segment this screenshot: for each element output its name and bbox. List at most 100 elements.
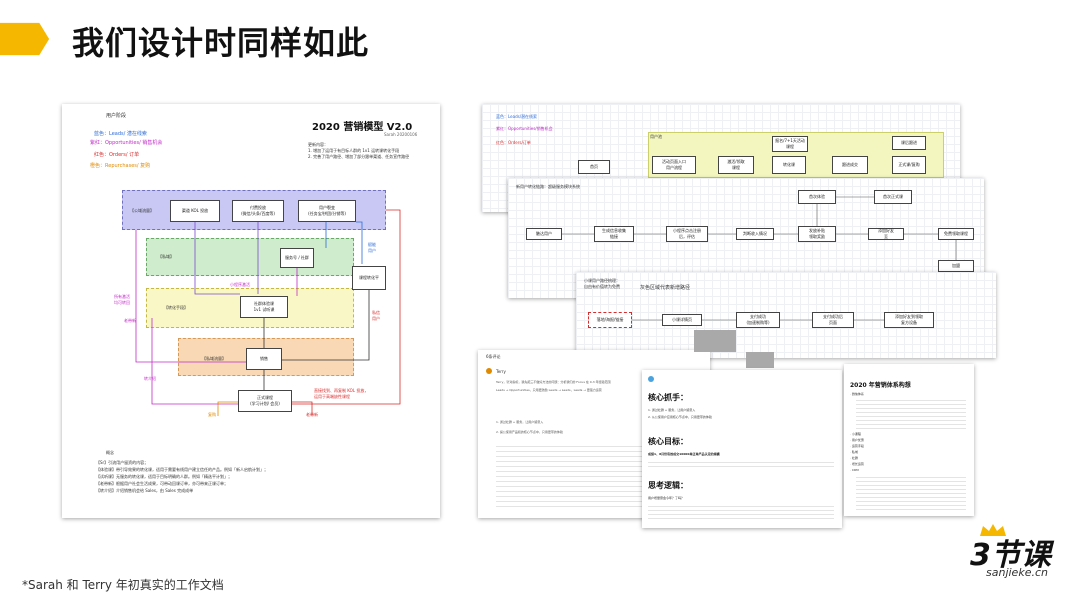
sheet6-item-3: · 用户优惠: [850, 438, 864, 442]
sheet6-item-2: · 小课程: [850, 432, 861, 436]
sheet5-sec1: 核心抓手：: [648, 393, 688, 402]
side-follow-up: 转介绍: [144, 376, 156, 381]
legend-orders: 红色：Orders/ 订单: [94, 152, 140, 158]
node-user-growth: 用户裂变 (任务宝/拼团/分销等): [298, 200, 356, 222]
flow-doc-sheet-3: 小课用户路径梳理： 自由有价值转为免费 灰色区域代表新增路径 落地/海报/链接 …: [576, 272, 996, 358]
core-goals-doc-sheet: 核心抓手： 1. 通过社群 + 服务，让用户留意入 2. 从公使用户应用核心节点…: [642, 370, 842, 528]
zone-sales-label: 【私域流量】: [202, 356, 226, 361]
zone-private-label: 【私域】: [158, 254, 174, 259]
sheet2-box-8: 首次体验: [798, 190, 836, 204]
sheet1-zone-label: 用户池: [650, 134, 662, 139]
slide-title: 我们设计时同样如此: [72, 24, 370, 62]
node-formal-course: 正式课程 (学习计划/ 会员): [238, 390, 292, 412]
sheet6-item-1: · 微信体系: [850, 392, 864, 396]
sheet3-box-3: 支付成功 (加速制购等): [736, 312, 780, 328]
side-bottom-red: 直接找到、再复制 KOL 投放， 运用于高端缺性课程: [314, 388, 369, 399]
sheet1-box-3: 激活/领取 课程: [718, 156, 754, 174]
sheet2-box-10: 加盟: [938, 260, 974, 272]
sheet1-legend-leads: 蓝色：Leads/潜在线索: [496, 114, 538, 119]
sheet4-line-3: 1. 通过社群 + 服务，让用户留意入: [496, 420, 544, 424]
node-paid: 付费投放 (微信/头条/百度等): [232, 200, 284, 222]
sheet5-avatar: [648, 376, 654, 382]
sheet6-item-6: · 社群: [850, 456, 858, 460]
sheet3-heading: 小课用户路径梳理： 自由有价值转为免费: [584, 278, 620, 289]
node-kol: 渠道 KOL 投放: [170, 200, 220, 222]
sheet6-item-7: · 增长运营: [850, 462, 864, 466]
summary-item-2: 【体验课】带引导效果的转化课，适用于需要有线用户建立信任的产品。例如「新人启航计…: [96, 467, 268, 472]
sheet3-box-4: 支付成功后 页面: [812, 312, 854, 328]
note-2: 2. 完善了用户路径、增加了部分跟单渠道、任务宣传路径: [308, 154, 410, 159]
sheet5-sec3: 思考逻辑：: [648, 481, 688, 490]
sheet1-legend-orders: 红色：Orders/订单: [496, 140, 531, 145]
side-all-paths: 所有激活 均可转回: [114, 294, 130, 305]
notes-title: 更新内容：: [308, 142, 328, 147]
sheet4-line-4: 2. 提公使用产品和的核心节点中，只用更带的体验: [496, 430, 563, 434]
bottom-tag-repurchase: 复购: [208, 412, 216, 417]
sheet2-box-1: 触达用户: [526, 228, 562, 240]
sheet3-note: 灰色区域代表新增路径: [640, 285, 691, 291]
summary-item-1: 【Sr】引流用户留资的内容；: [96, 460, 149, 465]
system-plan-doc-sheet: 2020 年营销体系构想 · 微信体系 · 小课程 · 用户优惠 · 运营手段 …: [844, 364, 974, 516]
sheet6-block-2: [856, 474, 966, 510]
sheet2-box-2: 生成信息收集 链接: [594, 226, 634, 242]
sheet2-box-3: 小程序点击注册 后，评估: [666, 226, 708, 242]
sheet6-item-5: · 私域: [850, 450, 858, 454]
summary-item-4: 【老带新】根据用户社会生活成果，可带动回课订单，亦可带来正课订单；: [96, 481, 228, 486]
doc-author: Sarah 20200106: [384, 132, 418, 137]
sheet2-heading: 新用户转化链路：超级服务模块系统: [516, 184, 580, 189]
sheet5-text-block: [648, 459, 834, 467]
sheet5-sec2: 核心目标：: [648, 437, 688, 446]
gray-placeholder-2: [746, 352, 774, 368]
zone-public-label: 【公域流量】: [130, 208, 154, 213]
zone-convert-label: 【转化手段】: [164, 305, 188, 310]
sheet1-box-1: 首页: [578, 160, 610, 174]
commenter-avatar: [486, 368, 492, 374]
summary-item-3: 【试听课】无服务的转化课，适用于目标明确的人群。例如「精选平计划」；: [96, 474, 232, 479]
sheet5-sec1-item1: 1. 通过社群 + 服务，让用户留意入: [648, 408, 696, 412]
sheet2-box-9: 首次正式课: [874, 190, 912, 204]
node-trial: 课程转化平: [352, 266, 386, 290]
sheet4-line-1: Terry，针对指标，我先把三不做好方法的问题：分析我们的 Focus 在 0-…: [496, 380, 611, 384]
node-lead-course: 社群体验课 1v1 试听课: [240, 296, 288, 318]
sheet2-box-7: 免费领取课程: [938, 228, 974, 240]
sheet5-text-block-2: [648, 503, 834, 519]
summary-title: 概念: [106, 450, 114, 455]
sheet4-line-2: Leads → Opportunities，只用更激励 Leads → Lead…: [496, 388, 602, 392]
sheet6-item-8: · CRM: [850, 468, 859, 472]
sheet1-box-2: 活动页面入口 用户流程: [652, 156, 696, 174]
node-service: 服务号 / 社群: [280, 248, 314, 268]
legend-opportunities: 紫红：Opportunities/ 销售机会: [90, 140, 163, 146]
legend-leads: 蓝色：Leads/ 潜在线索: [94, 131, 147, 137]
sheet2-box-4: 判断收入情况: [736, 228, 774, 240]
summary-item-5: 【转介绍】介绍销售机会给 Sales，由 Sales 完成成单: [96, 488, 194, 493]
miniapp-label: 小程序激活: [230, 282, 250, 287]
crown-icon: [980, 524, 1006, 536]
bottom-tag-renew: 老带新: [306, 412, 318, 417]
sheet6-item-4: · 运营手段: [850, 444, 864, 448]
sheet1-box-7: 正式课/复购: [892, 156, 926, 174]
sheet5-sec3-item: 用户增量意会今年？了吗？: [648, 496, 685, 500]
sheet3-box-1: 落地/海报/链接: [588, 312, 632, 328]
sheet4-header: 6条评论: [486, 354, 501, 359]
zone-private: [146, 238, 354, 276]
node-sales-center: 销售: [246, 348, 282, 370]
marketing-model-document: 用户阶段 蓝色：Leads/ 潜在线索 紫红：Opportunities/ 销售…: [62, 104, 440, 518]
side-deliver: 赋能 用户: [368, 242, 376, 253]
side-dm: 私信 用户: [372, 310, 380, 321]
sheet1-box-8: 课后跟进: [892, 136, 926, 150]
sheet1-box-6: 跟进成交: [832, 156, 868, 174]
sheet5-sec2-goal: 成绩1、8月份有效成交10000单正单产品认定的规模: [648, 452, 720, 456]
legend-title: 用户阶段: [106, 113, 127, 119]
sheet5-sec1-item2: 2. 从公使用户应用核心节点中，只用更带的体验: [648, 415, 712, 419]
sheet3-box-2: 小课详情页: [662, 314, 702, 326]
logo-url: sanjieke.cn: [986, 566, 1048, 579]
sheet1-legend-opps: 紫红：Opportunities/销售机会: [496, 126, 553, 131]
sheet2-box-6: 添加好友 至: [868, 228, 904, 240]
sheet3-box-5: 添加好友到领取 复方设备: [884, 312, 934, 328]
gray-placeholder-1: [694, 330, 736, 352]
doc-title: 2020 营销模型 V2.0: [312, 122, 413, 133]
footnote: *Sarah 和 Terry 年初真实的工作文档: [22, 578, 224, 592]
note-1: 1. 增加了运用于有目标人群的 1v1 运转课转化手段: [308, 148, 400, 153]
sheet2-box-5: 发放补贴 领取奖励: [798, 226, 836, 242]
sanjieke-logo: 3节课 sanjieke.cn: [966, 524, 1062, 582]
